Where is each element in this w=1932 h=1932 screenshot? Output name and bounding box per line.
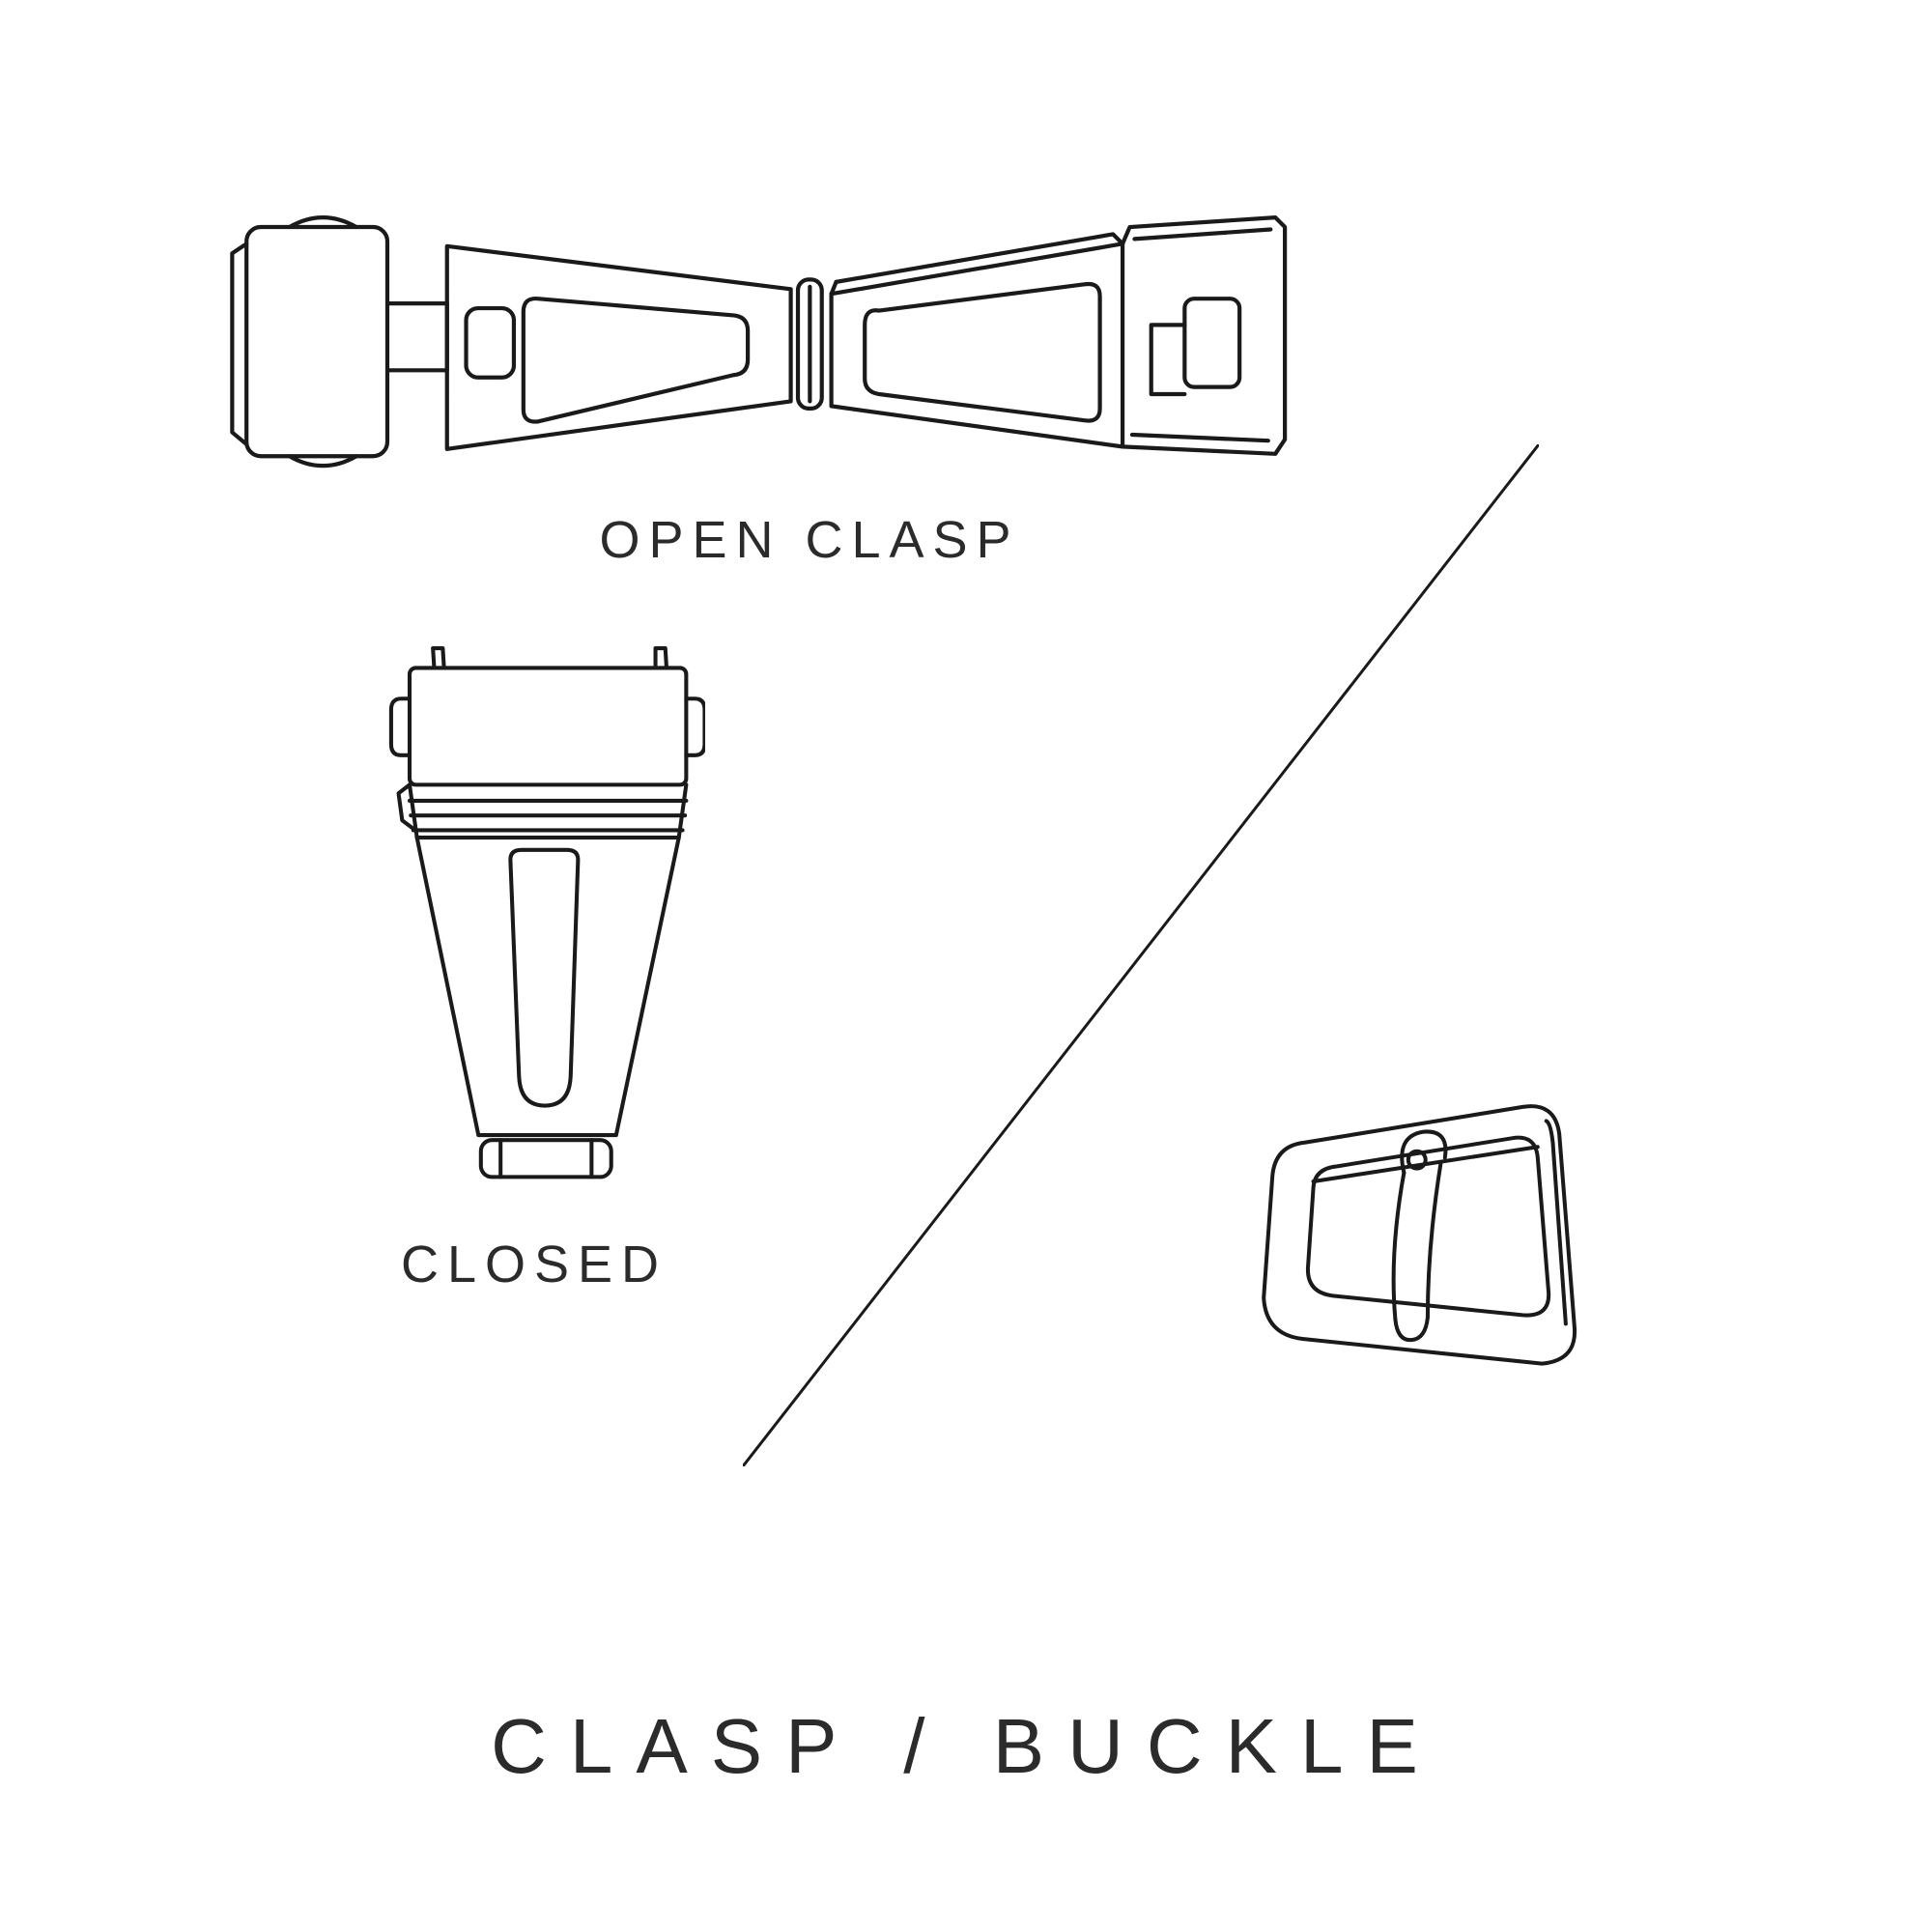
diagonal-divider <box>743 444 1539 1466</box>
open-clasp-right-end-link <box>1120 215 1288 456</box>
closed-clasp-band <box>396 782 689 840</box>
tang-buckle-illustration <box>1262 1104 1577 1366</box>
buckle-frame <box>1262 1104 1577 1366</box>
closed-clasp-top-block <box>388 666 705 787</box>
open-clasp-left-link <box>230 215 390 469</box>
closed-clasp-prongs <box>431 646 669 670</box>
open-clasp-illustration <box>230 215 1288 469</box>
closed-clasp-illustration <box>388 646 705 1179</box>
closed-clasp-foot <box>478 1138 613 1179</box>
closed-clasp-figure <box>384 643 705 1184</box>
open-clasp-figure <box>220 184 1294 483</box>
open-clasp-left-arm <box>384 243 793 451</box>
page-title: CLASP / BUCKLE <box>491 1703 1441 1789</box>
buckle-pin-bar <box>1311 1145 1540 1183</box>
open-clasp-caption: OPEN CLASP <box>599 511 1020 569</box>
buckle-tongue <box>1391 1129 1448 1343</box>
open-clasp-right-arm <box>829 232 1125 449</box>
open-clasp-center-hinge <box>795 277 824 411</box>
closed-clasp-body <box>414 836 681 1138</box>
closed-clasp-caption: CLOSED <box>400 1236 668 1293</box>
tang-buckle-figure <box>1225 1080 1613 1404</box>
